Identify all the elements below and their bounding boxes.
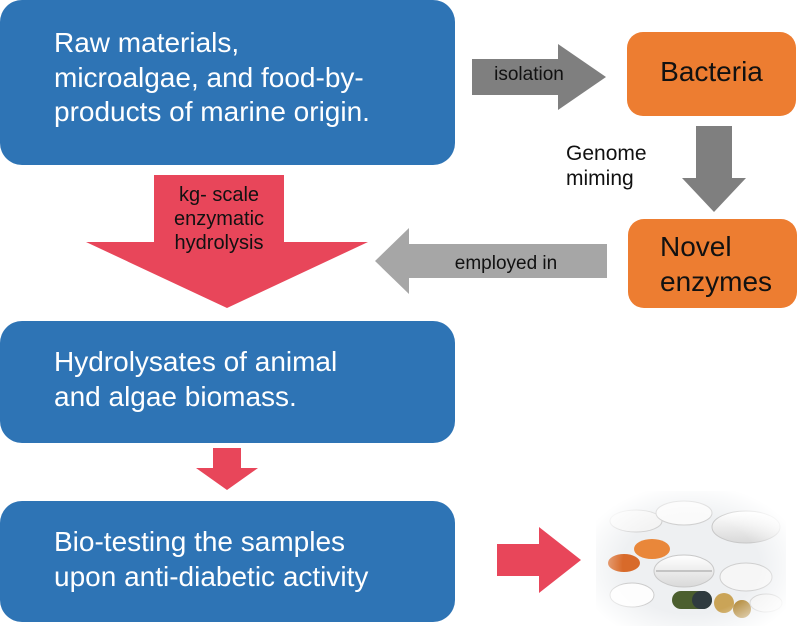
employed-in-arrow xyxy=(375,228,607,294)
hydrolysis-label: kg- scale enzymatic hydrolysis xyxy=(173,184,265,254)
genome-mining-label: Genome miming xyxy=(566,142,647,191)
raw-materials-text: Raw materials, microalgae, and food-by- … xyxy=(54,27,370,128)
bio-testing-text: Bio-testing the samples upon anti-diabet… xyxy=(54,526,369,592)
hydrolysates-box: Hydrolysates of animal and algae biomass… xyxy=(0,321,455,443)
raw-materials-box: Raw materials, microalgae, and food-by- … xyxy=(0,0,455,165)
isolation-arrow xyxy=(472,44,606,110)
novel-enzymes-box: Novel enzymes xyxy=(628,219,797,308)
pills-icon xyxy=(596,491,786,626)
bacteria-text: Bacteria xyxy=(660,56,763,87)
hydrolysis-arrow xyxy=(86,175,368,308)
hydrolysates-text: Hydrolysates of animal and algae biomass… xyxy=(54,346,338,412)
testing-arrow xyxy=(196,448,258,490)
bio-testing-box: Bio-testing the samples upon anti-diabet… xyxy=(0,501,455,622)
genome-mining-arrow xyxy=(682,126,746,212)
bacteria-box: Bacteria xyxy=(627,32,796,116)
isolation-label: isolation xyxy=(494,64,564,85)
employed-in-label: employed in xyxy=(454,253,558,274)
novel-enzymes-text: Novel enzymes xyxy=(660,231,773,297)
result-arrow xyxy=(497,527,581,593)
